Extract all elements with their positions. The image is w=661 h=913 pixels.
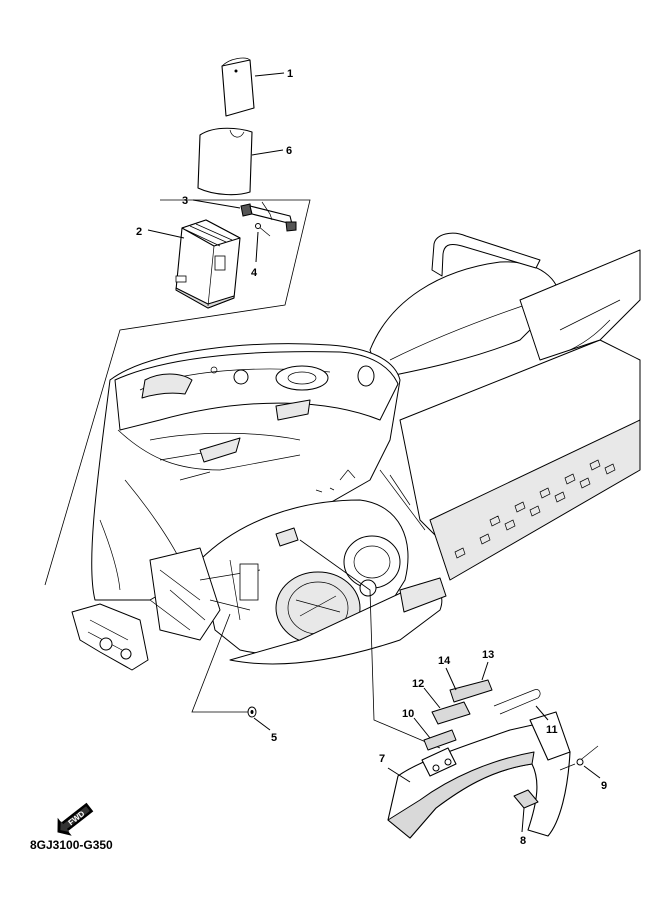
part-12-pad: [423, 687, 471, 725]
part-5-grommet: [247, 706, 271, 731]
callout-3: 3: [182, 195, 188, 207]
part-11-rod: [493, 689, 549, 721]
snowmobile-body: [71, 232, 641, 671]
part-10-pad: [413, 717, 457, 751]
diagram-code: 8GJ3100-G350: [30, 838, 113, 852]
part-6-sleeve: [197, 127, 284, 196]
part-4-bolt: [255, 223, 271, 263]
callout-14: 14: [438, 655, 451, 667]
callout-8: 8: [520, 835, 526, 847]
part-3-battery-band: [192, 199, 297, 232]
callout-4: 4: [251, 267, 258, 279]
callout-5: 5: [271, 732, 277, 744]
callout-12: 12: [412, 678, 424, 690]
callout-13: 13: [482, 649, 494, 661]
callout-9: 9: [601, 780, 607, 792]
tunnel-cutouts: [454, 459, 616, 559]
callout-11: 11: [546, 724, 558, 736]
callout-1: 1: [287, 68, 293, 80]
lower-group-leader: [299, 539, 441, 749]
part-9-screw: [559, 745, 601, 779]
part-2-battery: [147, 219, 241, 309]
callout-10: 10: [402, 708, 414, 720]
callout-7: 7: [379, 753, 385, 765]
part-8-plate: [513, 789, 539, 833]
upper-group-bracket: [44, 199, 311, 586]
part-13-strip: [481, 661, 489, 681]
part-5-bracket: [191, 613, 248, 713]
mounting-hardware: [421, 747, 457, 777]
part-7-guard: [387, 711, 571, 839]
callout-2: 2: [136, 226, 142, 238]
part-1-pouch: [221, 57, 285, 117]
part-14-strip: [445, 667, 493, 703]
fwd-arrow-icon: FWD: [57, 802, 94, 836]
callouts: 1 2 3 4 5 6 7 8 9 10 11 12 13 14: [136, 68, 607, 847]
callout-6: 6: [286, 145, 292, 157]
